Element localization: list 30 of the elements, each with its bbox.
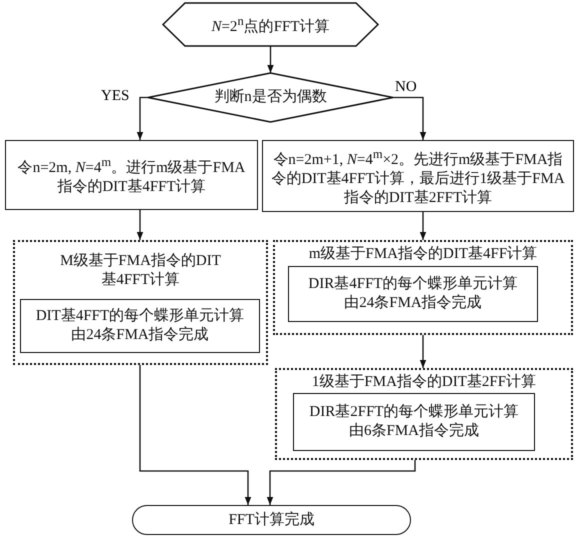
node-text: N=2$^{n}$点的FFT计算 (211, 13, 330, 37)
node-text: 令n=2m, N=4$^{m}$。进行m级基于FMA指令的DIT基4FFT计算 (16, 154, 246, 197)
node-text: DIT基4FFT的每个蝶形单元计算由24条FMA指令完成 (34, 307, 246, 345)
node-text: 令n=2m+1, N=4$^{m}$×2。先进行m级基于FMA指令的DIT基4FFT计算，最后进行1级基于FMA指令的DIT基2FFT计算 (270, 146, 566, 208)
group-title: 1级基于FMA指令的DIT基2FF计算 (310, 373, 538, 392)
arrow (139, 365, 252, 505)
arrow (266, 460, 416, 505)
arrow (420, 212, 426, 240)
process-box (20, 299, 260, 353)
node-text: 判断n是否为偶数 (214, 88, 327, 107)
node-text: DIR基4FFT的每个蝶形单元计算由24条FMA指令完成 (307, 275, 519, 313)
process-box (293, 393, 535, 451)
arrow (393, 96, 426, 140)
group-box (273, 240, 573, 335)
arrow (136, 210, 144, 240)
end-terminal (132, 505, 411, 535)
node-text: DIR基2FFT的每个蝶形单元计算由6条FMA指令完成 (308, 403, 520, 441)
process-box (5, 140, 258, 210)
arrow (420, 335, 426, 368)
group-title: m级基于FMA指令的DIT基4FF计算 (308, 245, 538, 264)
arrow (267, 46, 274, 73)
group-title: M级基于FMA指令的DIT基4FFT计算 (59, 252, 222, 290)
arrow (136, 96, 148, 140)
node-text: FFT计算完成 (228, 510, 314, 530)
start-hexagon (163, 3, 378, 46)
process-box (288, 266, 538, 322)
group-box (275, 368, 573, 460)
group-box (13, 240, 268, 365)
process-box (262, 140, 574, 212)
decision-diamond (148, 73, 393, 122)
